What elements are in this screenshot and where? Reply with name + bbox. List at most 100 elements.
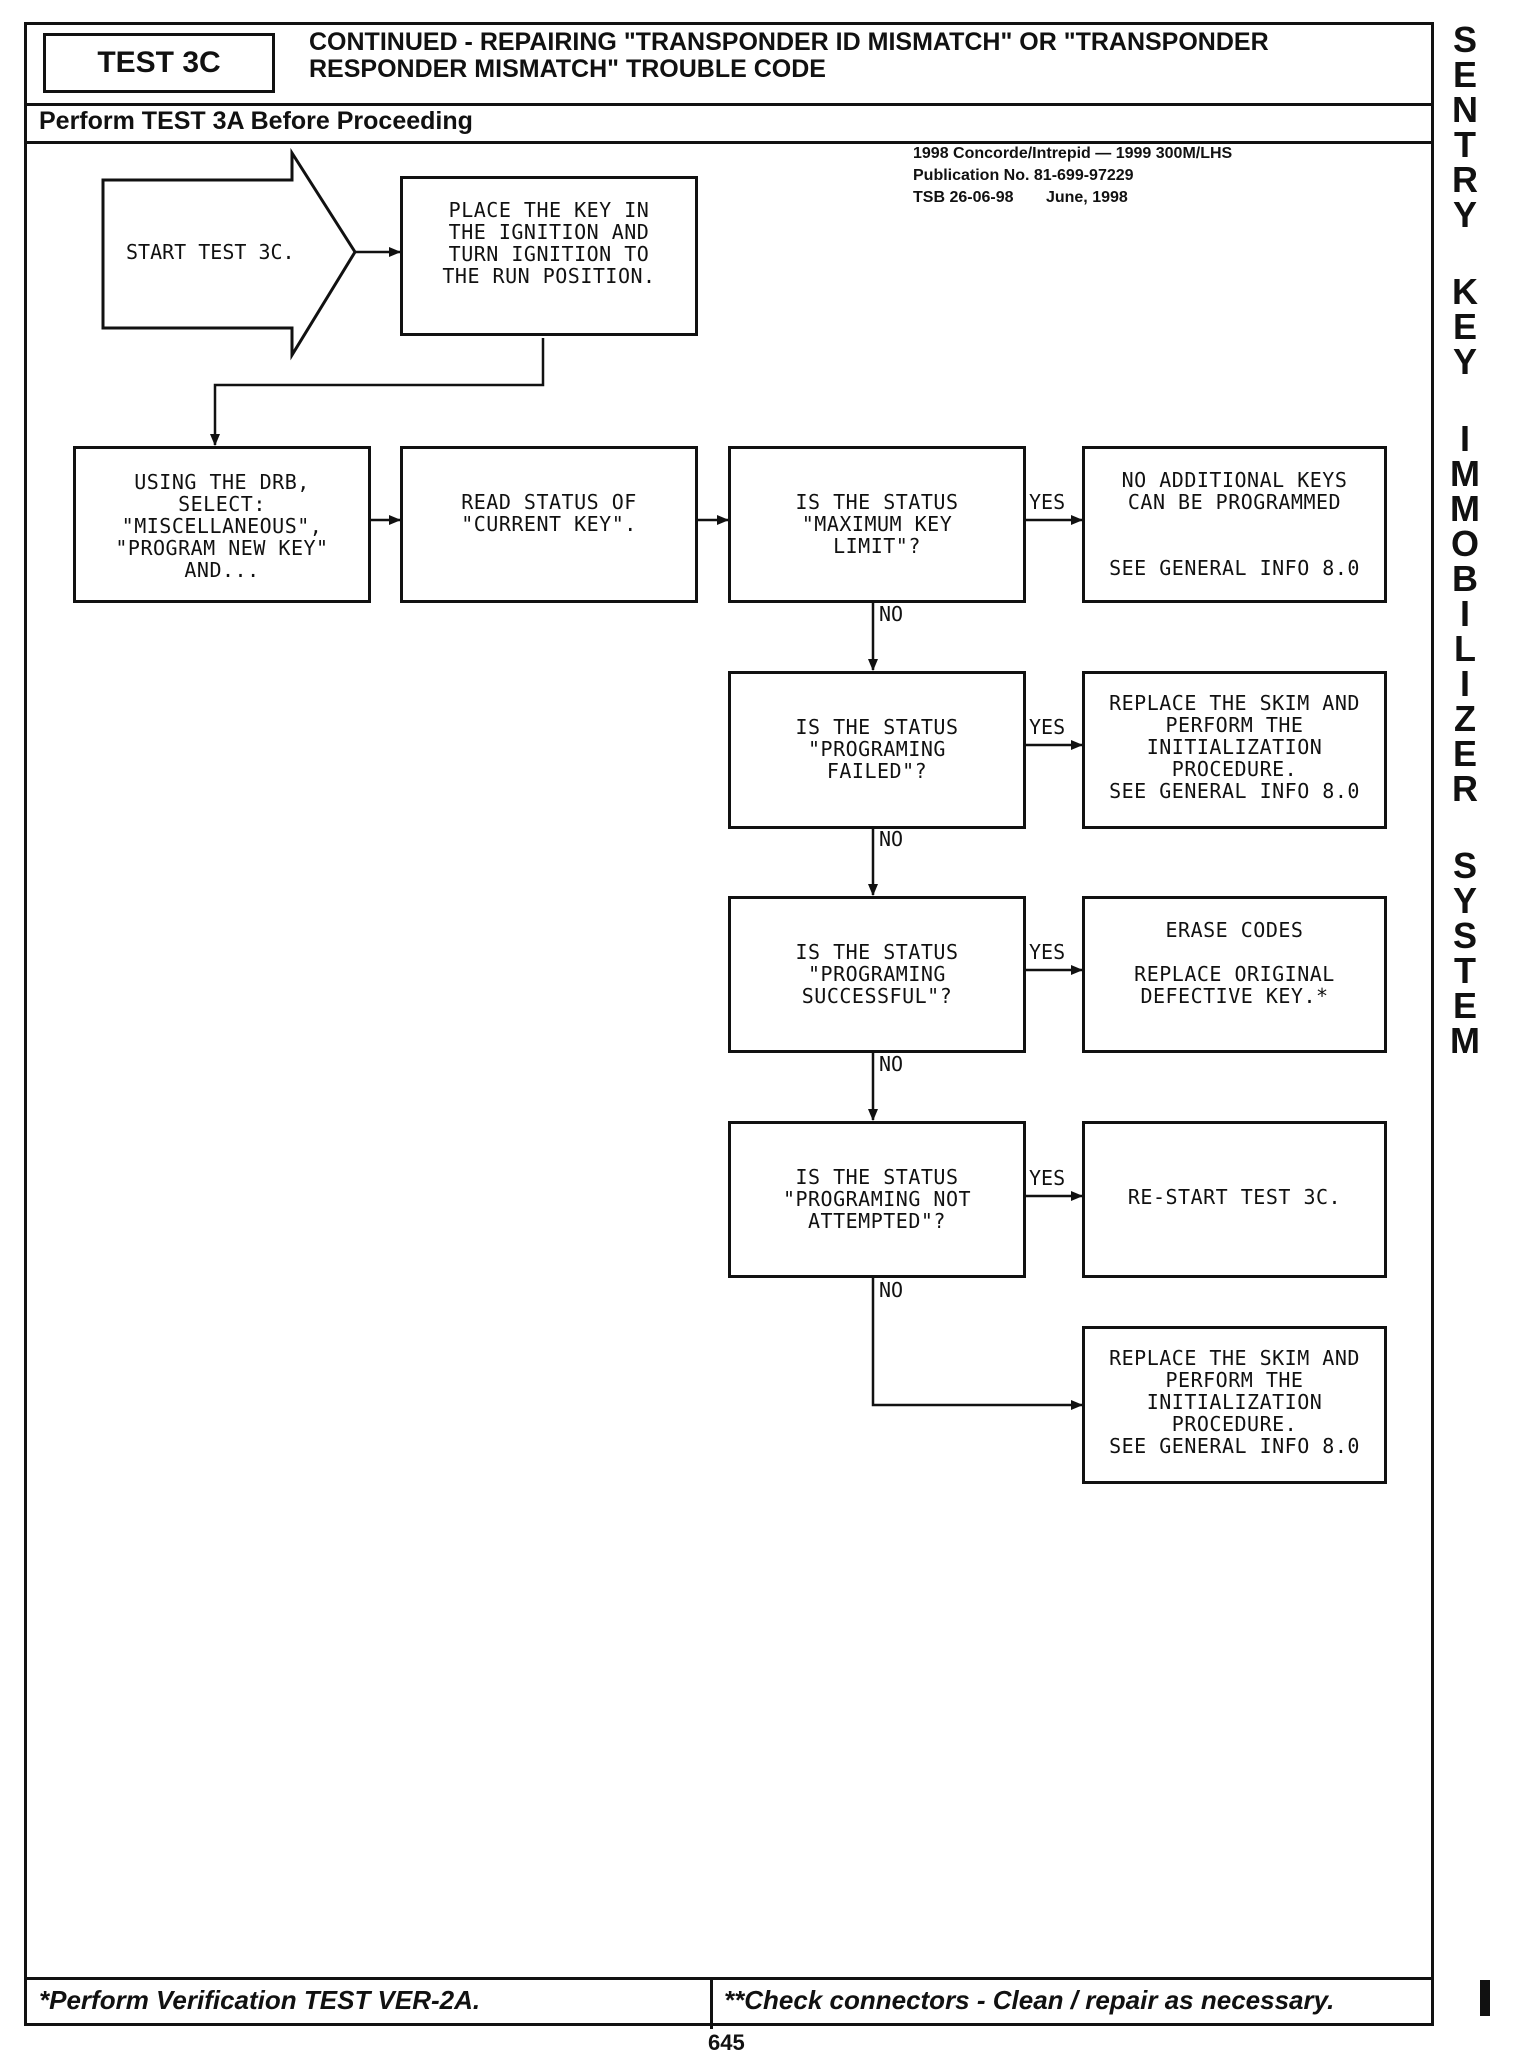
box-text-line: CAN BE PROGRAMMED xyxy=(1127,490,1342,514)
box-text-line: READ STATUS OF xyxy=(461,490,637,514)
side-title-letter: O xyxy=(1450,523,1479,564)
step-using-drb: USING THE DRB,SELECT:"MISCELLANEOUS","PR… xyxy=(73,446,371,603)
side-title-letter: S xyxy=(1452,915,1477,956)
box-text-line: PERFORM THE xyxy=(1165,713,1304,737)
side-marker xyxy=(1480,1980,1490,2016)
box-text-line: PROCEDURE. xyxy=(1171,1412,1298,1436)
box-text-line: NO ADDITIONAL KEYS xyxy=(1121,468,1348,492)
box-text-line: REPLACE THE SKIM AND xyxy=(1109,1346,1360,1370)
box-text-line: RE-START TEST 3C. xyxy=(1127,1185,1342,1209)
footer-rule xyxy=(27,1977,1431,1980)
tsb-number: TSB 26-06-98 xyxy=(913,189,1014,206)
box-text-line: SEE GENERAL INFO 8.0 xyxy=(1109,556,1360,580)
footer-note-left: *Perform Verification TEST VER-2A. xyxy=(39,1985,481,2015)
footer-note-right: **Check connectors - Clean / repair as n… xyxy=(724,1985,1335,2015)
side-title-letter: N xyxy=(1452,89,1478,130)
subtitle: Perform TEST 3A Before Proceeding xyxy=(39,107,473,135)
box-text-line: LIMIT"? xyxy=(833,534,921,558)
result-restart-test: RE-START TEST 3C. xyxy=(1082,1121,1387,1278)
side-title-letter: E xyxy=(1452,306,1477,347)
box-text-line: AND... xyxy=(184,558,260,582)
yes-label-4: YES xyxy=(1029,1166,1066,1190)
no-label-2: NO xyxy=(879,827,904,851)
side-title-letter: Y xyxy=(1452,880,1477,921)
start-arrow-shape xyxy=(101,147,357,361)
box-text-line: INITIALIZATION xyxy=(1146,1390,1323,1414)
side-title-letter: M xyxy=(1450,453,1480,494)
side-title-letter: S xyxy=(1452,19,1477,60)
no-label-4: NO xyxy=(879,1278,904,1302)
box-text-line: "PROGRAMING NOT xyxy=(782,1187,972,1211)
side-title-letter: R xyxy=(1452,159,1478,200)
side-title-letter: Z xyxy=(1454,698,1476,739)
no-label-3: NO xyxy=(879,1052,904,1076)
publication-info: 1998 Concorde/Intrepid — 1999 300M/LHS P… xyxy=(913,143,1232,209)
box-text-line: "PROGRAMING xyxy=(808,962,946,986)
side-title-letter: S xyxy=(1452,845,1477,886)
footer-divider xyxy=(710,1977,713,2029)
box-text-line: FAILED"? xyxy=(826,759,928,783)
box-text-line: PLACE THE KEY IN xyxy=(448,198,650,222)
side-title-letter: T xyxy=(1454,124,1476,165)
connector-place-to-drb xyxy=(210,338,545,446)
box-text-line: INITIALIZATION xyxy=(1146,735,1323,759)
box-text-line: IS THE STATUS xyxy=(795,715,959,739)
box-text-line: IS THE STATUS xyxy=(795,1165,959,1189)
box-text-line: TURN IGNITION TO xyxy=(448,242,650,266)
title-line-2: RESPONDER MISMATCH" TROUBLE CODE xyxy=(309,55,826,83)
box-text-line: REPLACE ORIGINAL xyxy=(1134,962,1335,986)
box-text-line: SUCCESSFUL"? xyxy=(801,984,953,1008)
box-text-line: "PROGRAM NEW KEY" xyxy=(115,536,329,560)
header-rule-2 xyxy=(27,141,1431,144)
no-label-1: NO xyxy=(879,602,904,626)
box-text-line: ATTEMPTED"? xyxy=(808,1209,946,1233)
title-line-1: CONTINUED - REPAIRING "TRANSPONDER ID MI… xyxy=(309,28,1269,56)
box-text-line: ERASE CODES xyxy=(1165,918,1304,942)
side-title-letter: Y xyxy=(1452,194,1477,235)
side-title-letter: I xyxy=(1459,663,1470,704)
header-rule xyxy=(27,103,1431,106)
step-read-status: READ STATUS OF"CURRENT KEY". xyxy=(400,446,698,603)
test-label: TEST 3C xyxy=(43,33,275,93)
side-title-letter: I xyxy=(1459,593,1470,634)
side-title-letter: K xyxy=(1452,271,1478,312)
side-title-letter: E xyxy=(1452,54,1477,95)
box-text-line: "MISCELLANEOUS", xyxy=(121,514,323,538)
yes-label-1: YES xyxy=(1029,490,1066,514)
page-title: CONTINUED - REPAIRING "TRANSPONDER ID MI… xyxy=(309,29,1409,83)
box-text-line: THE RUN POSITION. xyxy=(442,264,656,288)
publication-date: June, 1998 xyxy=(1045,189,1128,206)
publication-line-2: Publication No. 81-699-97229 xyxy=(913,167,1134,184)
box-text-line: "CURRENT KEY". xyxy=(461,512,637,536)
side-title-letter: E xyxy=(1452,985,1477,1026)
side-title-letter: Y xyxy=(1452,341,1477,382)
box-text-line: IS THE STATUS xyxy=(795,940,959,964)
box-text-line: USING THE DRB, xyxy=(134,470,310,494)
connector-q4-no xyxy=(871,1278,1083,1410)
box-text-line: REPLACE THE SKIM AND xyxy=(1109,691,1360,715)
box-text-line: SEE GENERAL INFO 8.0 xyxy=(1109,1434,1360,1458)
yes-label-2: YES xyxy=(1029,715,1066,739)
publication-line-1: 1998 Concorde/Intrepid — 1999 300M/LHS xyxy=(913,145,1233,162)
page-frame: TEST 3C CONTINUED - REPAIRING "TRANSPOND… xyxy=(24,22,1434,2029)
side-title-letter: M xyxy=(1450,488,1480,529)
box-text-line: SEE GENERAL INFO 8.0 xyxy=(1109,779,1360,803)
publication-line-3: TSB 26-06-98 June, 1998 xyxy=(913,187,1232,209)
box-text-line: PROCEDURE. xyxy=(1171,757,1298,781)
box-text-line: THE IGNITION AND xyxy=(448,220,650,244)
box-text-line: "PROGRAMING xyxy=(808,737,946,761)
side-title-letter: E xyxy=(1452,733,1477,774)
side-title-letter: L xyxy=(1454,628,1476,669)
box-text-line: SELECT: xyxy=(178,492,266,516)
box-text-line: DEFECTIVE KEY.* xyxy=(1140,984,1329,1008)
start-test-label: START TEST 3C. xyxy=(126,240,295,264)
